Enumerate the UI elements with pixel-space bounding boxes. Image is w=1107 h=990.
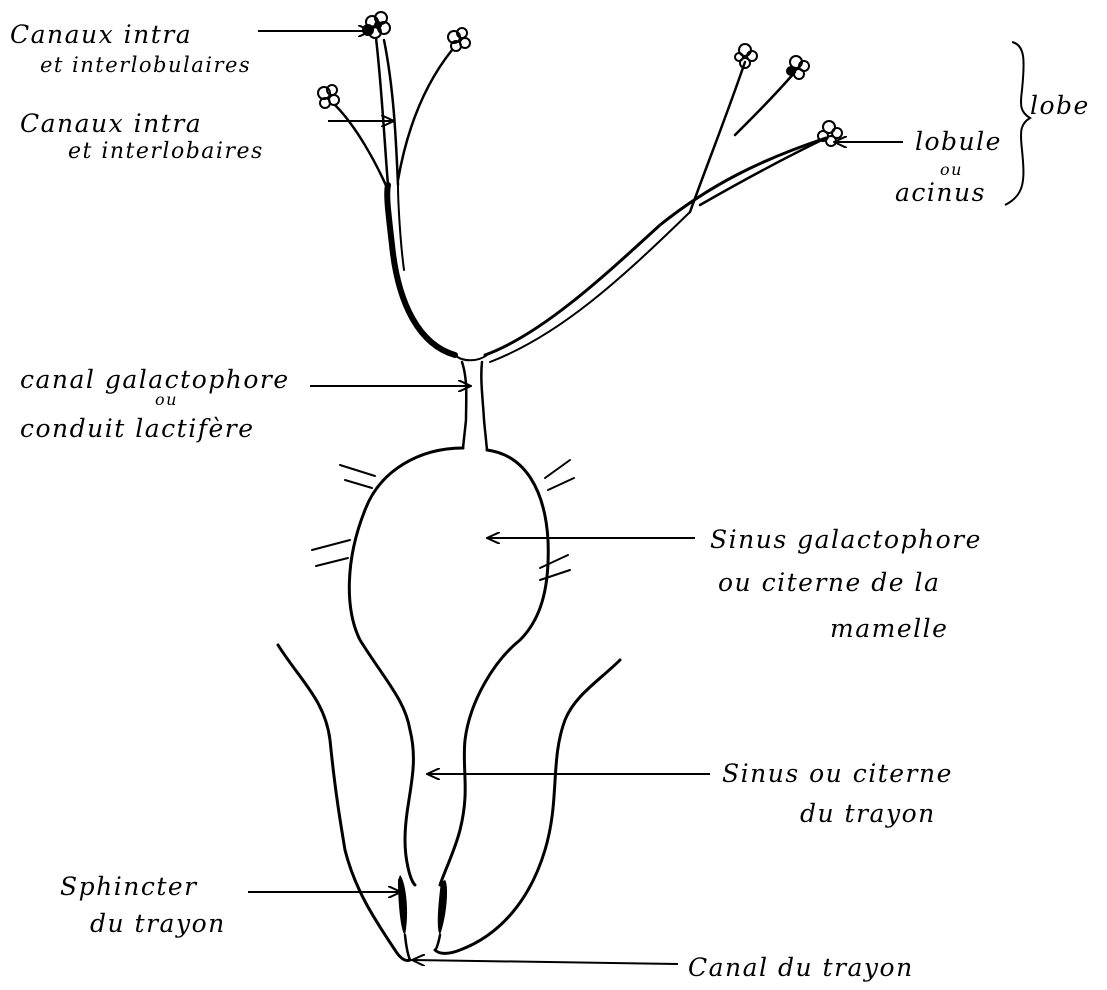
label-sinus-galactophore-3: mamelle (830, 614, 948, 643)
interlobular-duct-3 (398, 50, 452, 180)
interlobular-duct-4 (335, 105, 388, 190)
right-upper-branch-1 (690, 62, 745, 212)
label-conduit-lactifere: conduit lactifère (20, 414, 254, 443)
teat-left-outline (278, 645, 410, 961)
side-duct-3b (548, 478, 574, 490)
galactophore-canal-left (462, 362, 466, 448)
label-lobule-ou: ou (940, 160, 963, 179)
side-duct-3 (545, 460, 570, 478)
cistern-left-wall (349, 448, 463, 885)
side-duct-4 (540, 555, 568, 568)
label-canaux-interlobaires-1: Canaux intra (20, 109, 202, 138)
left-main-duct-inner (398, 185, 404, 270)
label-canaux-interlobaires-2: et interlobaires (68, 139, 264, 164)
label-canaux-interlobulaires-2: et interlobulaires (40, 53, 251, 77)
right-main-duct (485, 138, 826, 355)
lobule-cluster-3 (318, 85, 339, 108)
label-lobule: lobule (915, 127, 1002, 156)
lobule-cluster-5 (787, 56, 809, 79)
side-duct-4b (540, 570, 570, 580)
teat (278, 645, 620, 961)
side-duct-1 (340, 465, 375, 476)
label-lobe: lobe (1030, 91, 1090, 120)
side-duct-2b (316, 558, 348, 566)
right-upper-branch-2 (735, 72, 795, 135)
lobule-cluster-4 (735, 44, 757, 68)
lobule-cluster-1 (363, 12, 390, 38)
label-canal-trayon: Canal du trayon (688, 953, 914, 982)
side-duct-1b (345, 480, 372, 488)
left-main-duct (387, 185, 455, 355)
sphincter-right (438, 880, 447, 935)
duct-junction (455, 355, 487, 360)
label-sinus-galactophore-2: ou citerne de la (718, 568, 940, 597)
galactophore-canal-right (481, 362, 487, 450)
cistern-right-wall (440, 450, 548, 885)
lobe-bracket (1005, 42, 1030, 205)
label-sinus-trayon-2: du trayon (800, 799, 936, 828)
label-sinus-galactophore-1: Sinus galactophore (710, 525, 982, 554)
teat-canal (405, 935, 440, 960)
side-duct-2 (312, 540, 350, 550)
label-sphincter-2: du trayon (90, 909, 226, 938)
interlobular-duct-1 (376, 38, 388, 185)
labels: Canaux intra et interlobulaires Canaux i… (10, 20, 1090, 982)
right-lower-branch (700, 138, 826, 205)
label-galactophore-ou: ou (155, 390, 178, 409)
sphincter-left (398, 875, 407, 935)
arrow-canal-trayon (413, 960, 678, 964)
label-sphincter-1: Sphincter (60, 872, 198, 901)
lobule-clusters (318, 12, 842, 146)
label-acinus: acinus (895, 178, 986, 207)
lobule-cluster-2 (448, 28, 470, 51)
duct-tree (335, 38, 826, 450)
udder-cistern (312, 448, 574, 885)
label-canaux-interlobulaires-1: Canaux intra (10, 20, 192, 49)
label-sinus-trayon-1: Sinus ou citerne (722, 759, 953, 788)
